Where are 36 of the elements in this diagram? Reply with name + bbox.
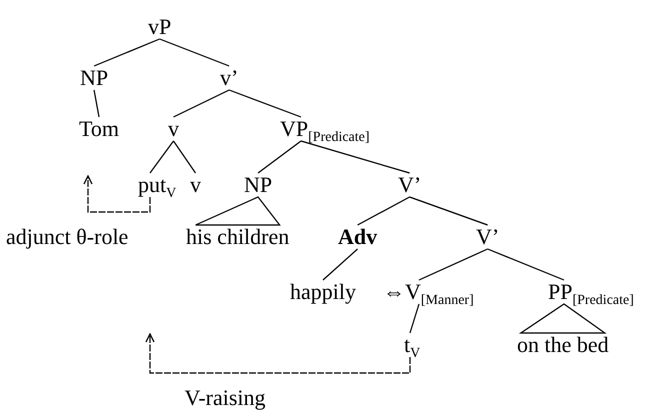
category-label: Adv [338,226,378,248]
triangle-branch [195,196,281,226]
word: on the bed [517,334,609,356]
word: happily [290,281,356,303]
movement-arrow [145,333,411,374]
branch-line [409,304,420,334]
branch-line [173,89,230,118]
branch-line [94,38,160,67]
category-label: v [168,118,179,140]
category-label: NP [244,174,272,196]
branch-line [322,248,358,280]
word: put$_{V}$ [138,174,176,196]
branch-line [300,140,410,174]
branch-line [150,140,174,174]
branch-line [173,140,196,174]
category-label: V’ [398,174,422,196]
triangle-branch [518,303,607,334]
branch-line [487,248,564,281]
branch-line [159,38,230,67]
branch-line [228,89,302,118]
category-label: v’ [220,67,238,89]
word: Tom [79,118,120,140]
category-label: V’ [476,226,500,248]
category-label: NP [80,67,108,89]
branch-line [93,90,100,118]
movement-arrow [83,175,151,213]
branch-line [409,196,488,226]
edge-label: V-raising [184,387,266,409]
branch-line [418,248,488,281]
trace-label: t$_{V}$ [404,334,420,356]
branch-line [258,140,302,174]
word: v [190,174,201,196]
word: his children [186,226,290,248]
branch-line [357,196,410,226]
category-label: vP [148,16,172,38]
edge-label: adjunct θ-role [6,226,128,248]
